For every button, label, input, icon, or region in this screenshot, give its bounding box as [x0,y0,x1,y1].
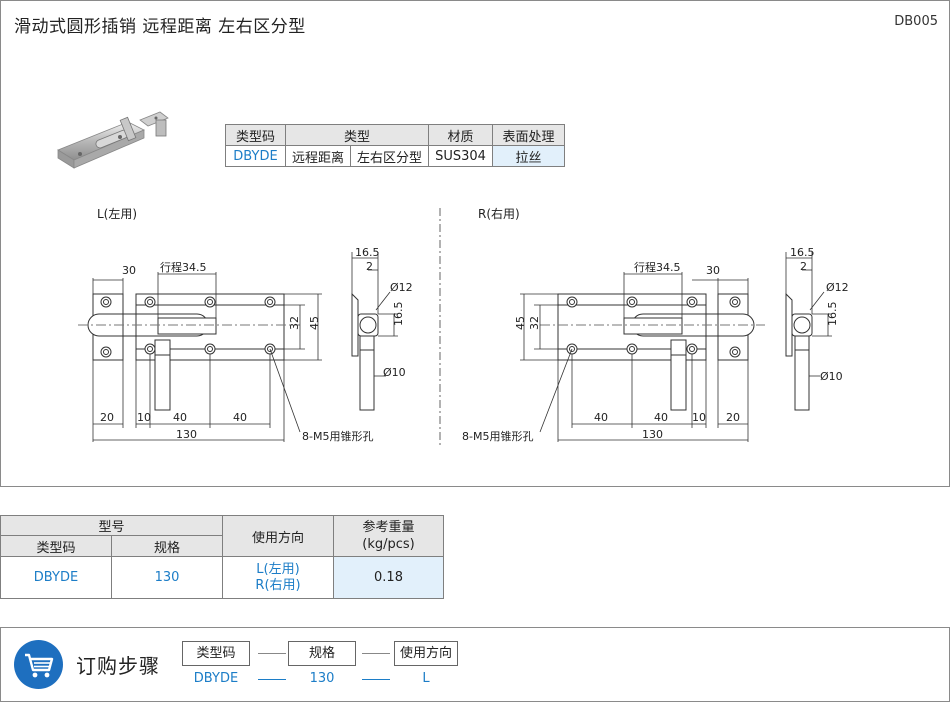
step-type-code-value: DBYDE [193,671,239,686]
spec-finish: 拉丝 [492,145,566,167]
step-spec-box: 规格 [288,641,356,666]
dim-2: 2 [800,260,807,273]
order-header-weight-line1: 参考重量 [362,520,415,535]
dim-40: 40 [594,411,608,424]
left-side-dimension-labels: 16.5 2 Ø12 16.5 Ø10 [355,246,413,379]
dim-phi12: Ø12 [390,281,413,294]
dim-16-5-vertical: 16.5 [826,302,839,327]
holes-note: 8-M5用锥形孔 [462,430,533,443]
right-dimension-lines [520,272,749,442]
order-header-weight: 参考重量 (kg/pcs) [333,515,444,557]
order-direction-r: R(右用) [255,577,301,593]
dim-130: 130 [642,428,663,441]
dim-32: 32 [288,316,301,330]
right-dimension-labels: 30 行程34.5 32 45 40 40 10 20 130 8-M5用锥形孔 [462,261,740,443]
product-photo-icon [57,111,169,169]
order-direction: L(左用) R(右用) [222,556,334,599]
dim-45: 45 [308,316,321,330]
dim-10: 10 [137,411,151,424]
spec-table: 类型码 类型 材质 表面处理 DBYDE 远程距离 左右区分型 SUS304 拉… [225,124,566,167]
order-header-row-1: 型号 使用方向 参考重量 (kg/pcs) [0,515,444,557]
left-side-view [351,292,379,411]
dim-20: 20 [100,411,114,424]
spec-value-row: DBYDE 远程距离 左右区分型 SUS304 拉丝 [225,145,566,167]
dim-16-5: 16.5 [790,246,815,259]
dim-20: 20 [726,411,740,424]
spec-header-row: 类型码 类型 材质 表面处理 [225,124,566,146]
dim-16-5: 16.5 [355,246,380,259]
order-direction-l: L(左用) [256,561,300,577]
step-dash [258,653,286,654]
left-view-label: L(左用) [97,206,137,221]
order-header-weight-line2: (kg/pcs) [362,537,415,552]
holes-note: 8-M5用锥形孔 [302,430,373,443]
dim-40: 40 [233,411,247,424]
dim-40: 40 [654,411,668,424]
order-header-row-2: 类型码 规格 [0,535,444,557]
product-code: DB005 [894,14,938,29]
right-view-label: R(右用) [478,206,520,221]
left-dimension-labels: 30 行程34.5 32 45 20 10 40 40 130 8-M5用锥形孔 [100,261,373,443]
dim-stroke: 行程34.5 [634,261,681,274]
dim-phi12: Ø12 [826,281,849,294]
right-side-view [785,292,813,411]
order-header-type-code: 类型码 [0,535,112,557]
order-header-model: 型号 [0,515,223,536]
shopping-cart-icon [25,653,54,678]
dim-phi10: Ø10 [383,366,406,379]
order-steps-panel: 订购步骤 类型码 规格 使用方向 DBYDE 130 L [0,627,950,702]
order-table: 型号 使用方向 参考重量 (kg/pcs) 类型码 规格 DBYDE 130 L… [0,515,444,599]
dim-32: 32 [528,316,541,330]
order-steps-title: 订购步骤 [76,654,160,678]
step-direction-box: 使用方向 [394,641,458,666]
value-dash [362,679,390,680]
spec-header-finish: 表面处理 [492,124,566,146]
right-view-holes [566,296,741,358]
spec-type-code: DBYDE [225,145,286,167]
dim-10: 10 [692,411,706,424]
step-dash [362,653,390,654]
order-header-spec: 规格 [111,535,223,557]
dim-stroke: 行程34.5 [160,261,207,274]
order-spec: 130 [111,556,223,599]
dim-30: 30 [122,264,136,277]
step-type-code-box: 类型码 [182,641,250,666]
dim-40: 40 [173,411,187,424]
dim-2: 2 [366,260,373,273]
spec-header-material: 材质 [428,124,494,146]
spec-header-type: 类型 [284,124,430,146]
dim-phi10: Ø10 [820,370,843,383]
dim-30: 30 [706,264,720,277]
left-dimension-lines [92,272,322,442]
dim-45: 45 [514,316,527,330]
spec-type-distance: 远程距离 [284,145,352,167]
spec-header-type-code: 类型码 [225,124,286,146]
order-type-code: DBYDE [0,556,112,599]
right-side-dimension-lines [785,252,832,377]
order-weight: 0.18 [333,556,444,599]
left-side-dimension-lines [351,252,398,377]
cart-badge [14,640,63,689]
left-view-holes [100,296,276,358]
order-header-direction: 使用方向 [222,515,334,557]
step-direction-value: L [422,671,430,686]
dim-16-5-vertical: 16.5 [392,302,405,327]
dim-130: 130 [176,428,197,441]
right-side-dimension-labels: 16.5 2 Ø12 16.5 Ø10 [790,246,849,383]
spec-type-side: 左右区分型 [350,145,430,167]
technical-drawing: L(左用) R(右用) [57,111,849,445]
order-value-row: DBYDE 130 L(左用) R(右用) 0.18 [0,556,444,599]
spec-material: SUS304 [428,145,494,167]
value-dash [258,679,286,680]
page-title: 滑动式圆形插销 远程距离 左右区分型 [14,17,306,37]
step-spec-value: 130 [309,671,335,686]
